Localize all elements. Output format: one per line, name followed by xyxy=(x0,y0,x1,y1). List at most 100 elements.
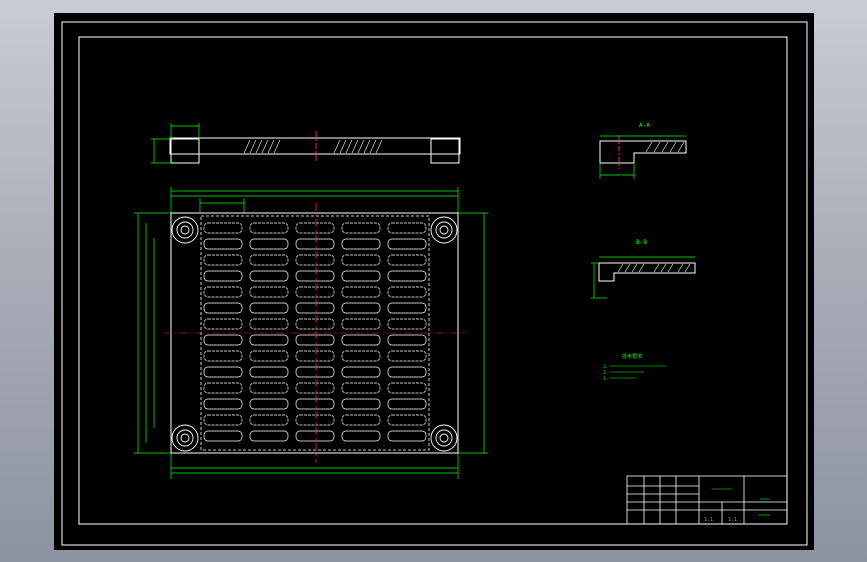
title-block xyxy=(626,475,788,525)
tech-requirements: 技术要求 1. 2. 3. xyxy=(603,353,666,381)
slot xyxy=(387,382,427,394)
title-block-frame xyxy=(626,475,788,525)
slot xyxy=(203,222,243,234)
slot xyxy=(341,254,381,266)
slot xyxy=(295,286,335,298)
slot xyxy=(295,318,335,330)
slot xyxy=(387,366,427,378)
slot xyxy=(249,334,289,346)
slot xyxy=(295,398,335,410)
plan-view xyxy=(134,187,488,479)
corner-boss-top-right xyxy=(430,216,458,244)
slot xyxy=(249,350,289,362)
slot xyxy=(387,222,427,234)
section-a-outline xyxy=(599,140,687,164)
slot xyxy=(295,430,335,442)
slot xyxy=(249,270,289,282)
tech-req-title: 技术要求 xyxy=(622,353,642,360)
section-a-hatch xyxy=(645,141,685,153)
section-b-hatch xyxy=(617,263,691,273)
slot xyxy=(295,254,335,266)
slot xyxy=(249,430,289,442)
slot xyxy=(249,414,289,426)
slot xyxy=(203,318,243,330)
tech-req-item-2: 2. xyxy=(603,370,608,375)
corner-boss-top-left xyxy=(171,216,199,244)
slot xyxy=(203,382,243,394)
slot xyxy=(387,254,427,266)
slot xyxy=(295,222,335,234)
slot xyxy=(387,318,427,330)
corner-boss-bottom-right xyxy=(430,424,458,452)
slot xyxy=(203,238,243,250)
slot xyxy=(203,302,243,314)
tech-req-lines xyxy=(610,365,666,379)
slot xyxy=(295,382,335,394)
tech-req-item-1: 1. xyxy=(603,364,608,369)
slot xyxy=(249,286,289,298)
slot xyxy=(387,270,427,282)
slot xyxy=(341,350,381,362)
section-b-view xyxy=(598,262,696,282)
scale-b: 1:1 xyxy=(728,517,737,523)
slot xyxy=(249,382,289,394)
section-a-view xyxy=(599,135,687,169)
slot xyxy=(341,414,381,426)
side-view-left-boss xyxy=(170,138,200,164)
slot xyxy=(203,414,243,426)
slot xyxy=(249,318,289,330)
slot xyxy=(341,430,381,442)
slot xyxy=(249,222,289,234)
section-b-dimensions xyxy=(591,256,695,299)
slot xyxy=(203,270,243,282)
slot xyxy=(295,366,335,378)
inner-frame xyxy=(78,36,788,525)
slot xyxy=(295,334,335,346)
slot xyxy=(387,302,427,314)
tech-req-item-3: 3. xyxy=(603,376,608,381)
slot xyxy=(387,398,427,410)
slot xyxy=(249,366,289,378)
slot xyxy=(387,430,427,442)
slot xyxy=(203,254,243,266)
slot xyxy=(203,398,243,410)
corner-bosses xyxy=(171,216,458,452)
slot xyxy=(295,270,335,282)
slot xyxy=(341,366,381,378)
slot xyxy=(295,302,335,314)
corner-boss-bottom-left xyxy=(171,424,199,452)
slot xyxy=(387,350,427,362)
slot xyxy=(387,414,427,426)
slot xyxy=(249,254,289,266)
slot xyxy=(341,398,381,410)
slot xyxy=(341,302,381,314)
side-view-dimensions xyxy=(151,123,200,164)
side-view xyxy=(169,131,461,164)
side-view-hatch xyxy=(243,139,383,154)
slot xyxy=(341,286,381,298)
section-b-label: B-B xyxy=(636,239,647,246)
slot xyxy=(341,238,381,250)
slot xyxy=(341,318,381,330)
section-a-label: A-A xyxy=(639,122,650,129)
slot xyxy=(203,286,243,298)
slot xyxy=(203,430,243,442)
slot xyxy=(295,414,335,426)
slot xyxy=(387,334,427,346)
slot xyxy=(203,366,243,378)
drawing-canvas: A-A B-B xyxy=(61,21,808,546)
slot xyxy=(387,238,427,250)
slot xyxy=(249,398,289,410)
slot xyxy=(341,270,381,282)
side-view-right-boss xyxy=(430,138,460,164)
title-block-text-marks xyxy=(712,488,770,516)
outer-frame xyxy=(61,21,808,546)
slot xyxy=(203,350,243,362)
section-b-outline xyxy=(598,262,696,282)
slot xyxy=(295,350,335,362)
slot xyxy=(249,302,289,314)
slot xyxy=(203,334,243,346)
slot-grid xyxy=(203,222,427,442)
slot xyxy=(341,222,381,234)
